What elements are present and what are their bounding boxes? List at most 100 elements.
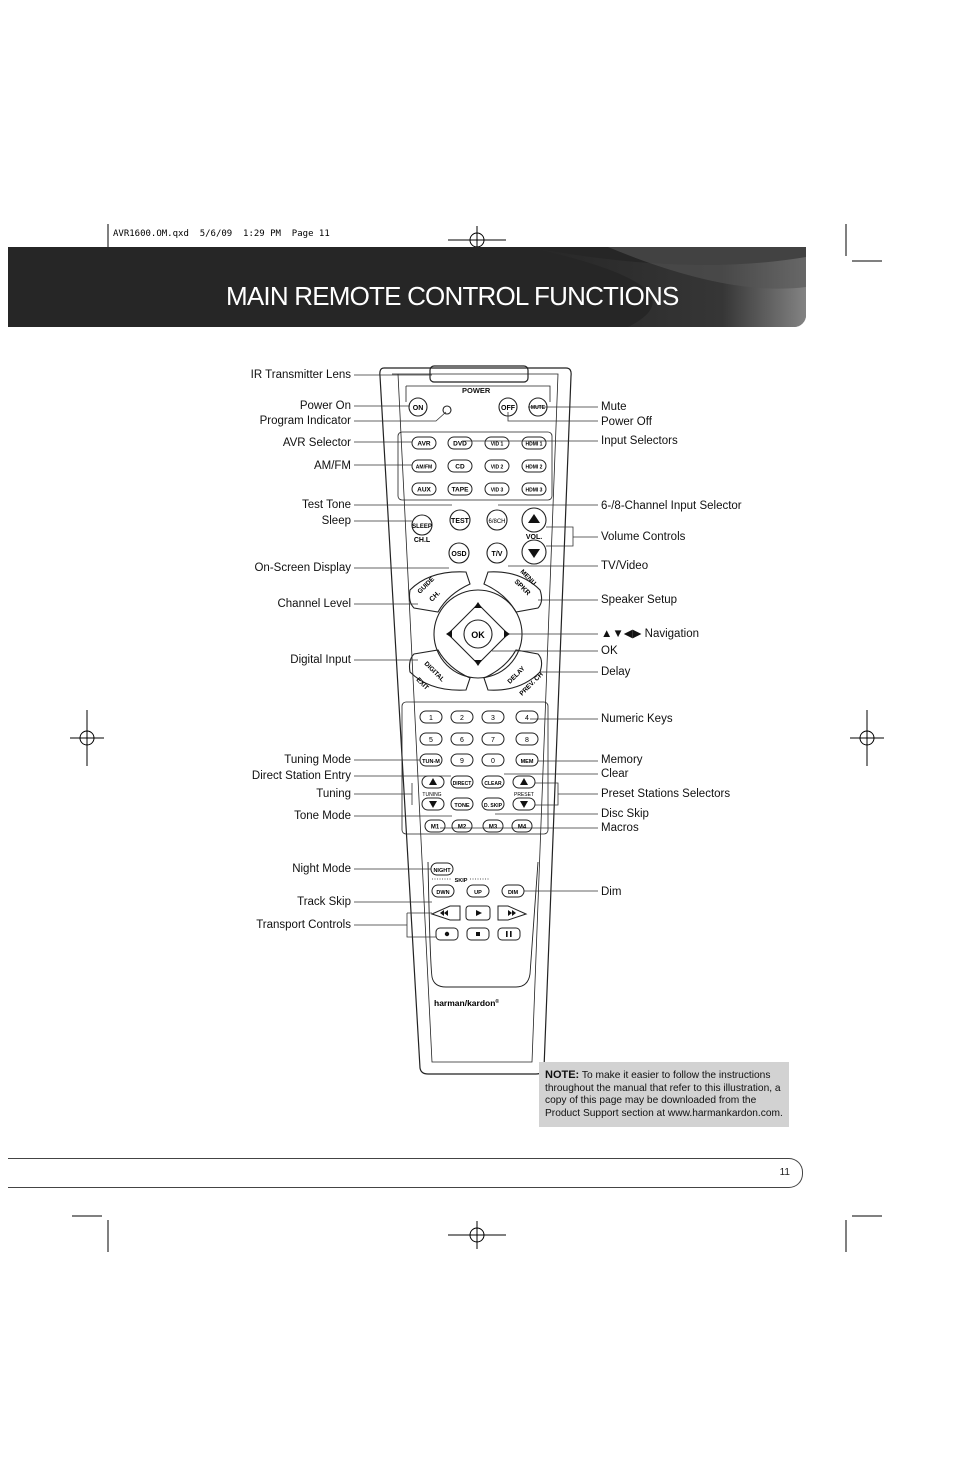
dwn-label: DWN <box>436 890 449 896</box>
numeric-key-label: 7 <box>491 737 495 744</box>
tv-button <box>486 542 508 564</box>
dskip-button <box>481 797 505 811</box>
ok-label: OK <box>471 630 485 640</box>
power-label: POWER <box>462 386 491 395</box>
label-clear: Clear <box>601 768 629 780</box>
ok-button <box>463 619 493 649</box>
header-swoosh <box>528 247 806 327</box>
nine-label: 9 <box>460 758 464 765</box>
label-preset-stations-selectors: Preset Stations Selectors <box>601 788 731 800</box>
clear-button <box>481 775 505 789</box>
macro-button <box>451 819 473 833</box>
osd-label: OSD <box>451 551 466 558</box>
numeric-key-label: 8 <box>525 737 529 744</box>
rewind-button <box>430 905 461 921</box>
source-label: CD <box>455 464 465 471</box>
source-button <box>521 482 547 496</box>
ffwd-icon <box>508 910 516 916</box>
ch68-button <box>486 509 508 531</box>
source-label: AUX <box>417 487 431 494</box>
label-tuning: Tuning <box>316 788 351 800</box>
label-ir-transmitter-lens: IR Transmitter Lens <box>250 369 351 381</box>
label-am-fm: AM/FM <box>313 460 351 472</box>
macro-button <box>424 819 446 833</box>
preset-up-icon <box>520 778 528 785</box>
source-label: DVD <box>453 441 467 448</box>
on-button <box>408 397 428 417</box>
delay-prevch-button <box>483 649 543 691</box>
zero-button <box>481 753 505 767</box>
tone-button <box>450 797 474 811</box>
macro-label: M3 <box>489 825 498 831</box>
mem-button <box>515 753 539 767</box>
remote-outline <box>379 367 572 1075</box>
source-button <box>411 459 437 473</box>
guide-ch-button <box>408 571 471 613</box>
page-number: 11 <box>779 1167 790 1178</box>
numeric-key <box>419 710 443 724</box>
tunm-label: TUN-M <box>422 759 440 765</box>
sleep-label: SLEEP <box>412 524 432 530</box>
label-memory: Memory <box>601 754 643 766</box>
nav-right-icon <box>504 630 510 638</box>
play-icon <box>476 910 482 916</box>
vol-up-button <box>521 507 547 533</box>
label-tuning-mode: Tuning Mode <box>284 754 351 766</box>
play-button <box>465 905 491 921</box>
numeric-key-label: 4 <box>525 715 529 722</box>
tuning-down-button <box>421 797 445 811</box>
program-indicator <box>442 405 452 415</box>
chl-label: CH.L <box>414 537 431 544</box>
label-volume-controls: Volume Controls <box>601 531 686 543</box>
label-delay: Delay <box>601 666 631 678</box>
label-channel-level: Channel Level <box>277 598 351 610</box>
macro-button <box>482 819 504 833</box>
numeric-key <box>419 732 443 746</box>
label-dim: Dim <box>601 886 622 898</box>
source-button <box>411 482 437 496</box>
source-button <box>521 459 547 473</box>
sleep-button <box>411 514 433 536</box>
label-tv-video: TV/Video <box>601 560 649 572</box>
dim-label: DIM <box>508 890 519 896</box>
tuning-down-icon <box>429 801 437 808</box>
note-box: NOTE: To make it easier to follow the in… <box>539 1062 789 1127</box>
vol-down-icon <box>528 549 540 558</box>
tuning-up-icon <box>429 778 437 785</box>
label-digital-input: Digital Input <box>290 654 351 666</box>
label-program-indicator: Program Indicator <box>259 415 351 427</box>
label-power-on: Power On <box>299 400 351 412</box>
label-navigation: ▲▼◀▶ Navigation <box>601 628 699 640</box>
brand-logo: harman/kardon® <box>434 998 499 1008</box>
numeric-key <box>515 710 539 724</box>
pause-button <box>497 927 521 941</box>
source-label: AM/FM <box>416 465 432 471</box>
pause-icon <box>506 931 508 937</box>
vol-up-icon <box>528 514 540 523</box>
label-power-off: Power Off <box>601 416 652 428</box>
macro-button <box>511 819 533 833</box>
footer-bar: 11 <box>8 1158 803 1188</box>
source-buttons <box>411 436 547 496</box>
print-slug: AVR1600.OM.qxd 5/6/09 1:29 PM Page 11 <box>113 229 330 239</box>
numeric-key-label: 6 <box>460 737 464 744</box>
ir-lens <box>429 365 529 383</box>
numeric-key-label: 2 <box>460 715 464 722</box>
skip-down-button <box>431 884 455 898</box>
macro-label: M4 <box>518 825 527 831</box>
label-6-8-channel-input-selector: 6-/8-Channel Input Selector <box>601 500 742 512</box>
source-label: TAPE <box>452 487 470 494</box>
dskip-label: D. SKIP <box>484 803 503 809</box>
test-label: TEST <box>451 518 470 525</box>
label-direct-station-entry: Direct Station Entry <box>251 770 351 782</box>
numeric-keys <box>419 710 539 746</box>
label-on-screen-display: On-Screen Display <box>254 562 351 574</box>
rewind-icon <box>440 910 448 916</box>
ffwd-button <box>497 905 528 921</box>
label-sleep: Sleep <box>321 515 351 527</box>
preset-down-icon <box>520 801 528 808</box>
off-label: OFF <box>501 405 516 412</box>
label-ok: OK <box>601 645 618 657</box>
label-macros: Macros <box>601 822 639 834</box>
